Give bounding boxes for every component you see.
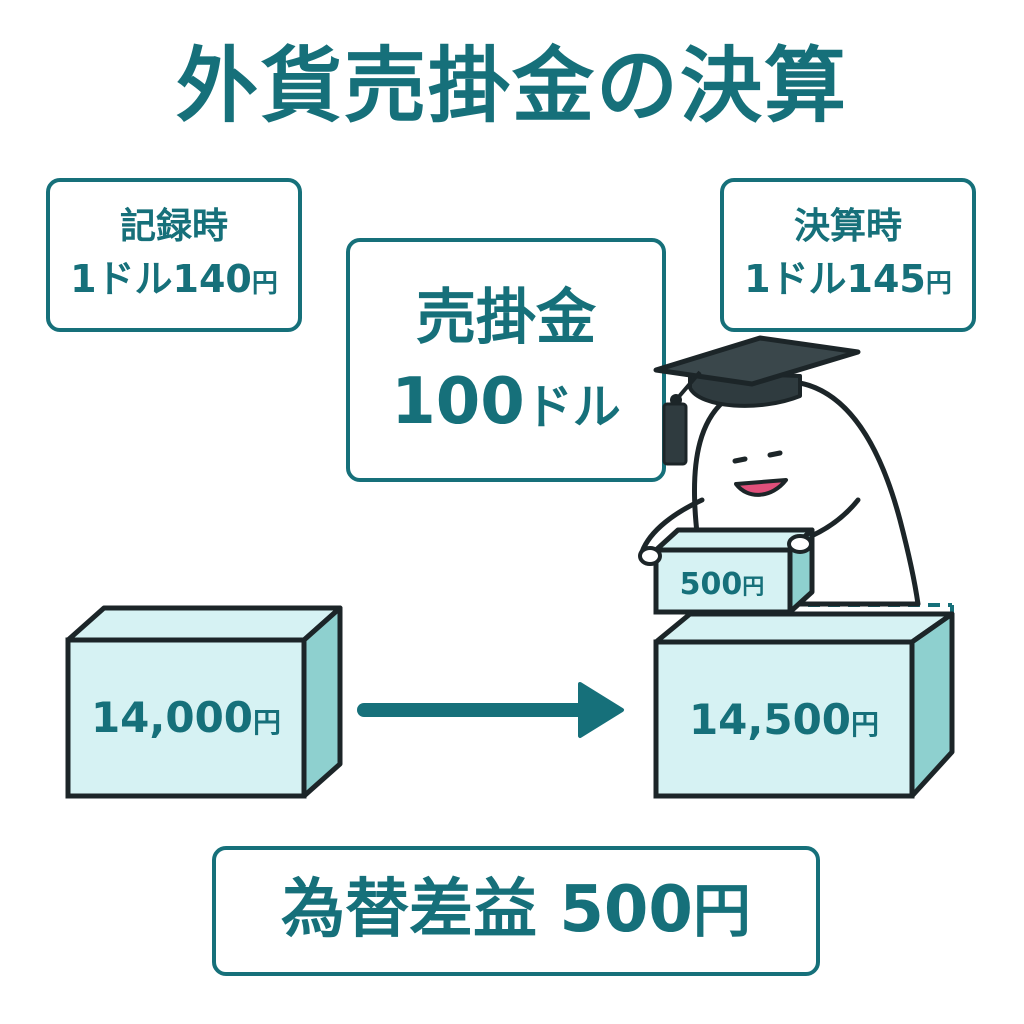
svg-text:500円: 500円 xyxy=(680,567,765,602)
receivable-amount-unit: ドル xyxy=(524,379,621,435)
svg-text:14,000円: 14,000円 xyxy=(91,693,281,742)
exchange-gain-label: 為替差益 xyxy=(281,873,538,947)
record-rate-value: 1ドル140円 xyxy=(50,251,298,308)
arrow-right-icon xyxy=(357,682,624,738)
page-title: 外貨売掛金の決算 xyxy=(175,39,848,134)
exchange-gain-box: 為替差益 500円 xyxy=(212,846,820,976)
before-block-unit: 円 xyxy=(253,706,281,739)
settlement-rate-box: 決算時 1ドル145円 xyxy=(720,178,976,332)
eye-right-icon xyxy=(767,450,783,458)
record-rate-unit: 円 xyxy=(251,268,278,299)
receivable-amount-number: 100 xyxy=(391,365,525,439)
receivable-amount: 100ドル xyxy=(350,354,662,450)
settlement-rate-label: 決算時 xyxy=(793,206,902,247)
after-block: 14,500円 xyxy=(653,603,955,799)
settlement-rate-unit: 円 xyxy=(925,268,952,299)
record-rate-label: 記録時 xyxy=(119,206,228,247)
after-block-unit: 円 xyxy=(851,708,879,741)
before-block-amount: 14,000 xyxy=(91,693,253,742)
hand-left-icon xyxy=(638,546,662,566)
eye-left-icon xyxy=(732,456,748,464)
svg-text:14,500円: 14,500円 xyxy=(689,695,879,744)
mouth-icon xyxy=(734,478,788,497)
graduation-cap-icon xyxy=(653,335,861,466)
before-block: 14,000円 xyxy=(65,605,343,799)
settlement-rate-number: 1ドル145 xyxy=(744,256,926,301)
settlement-rate-value: 1ドル145円 xyxy=(724,251,972,308)
exchange-gain-unit: 円 xyxy=(692,877,751,945)
extra-block-unit: 円 xyxy=(742,575,764,600)
after-block-amount: 14,500 xyxy=(689,695,851,744)
receivable-box: 売掛金 100ドル xyxy=(346,238,666,482)
hand-right-icon xyxy=(787,534,813,554)
receivable-label: 売掛金 xyxy=(416,283,596,353)
record-rate-number: 1ドル140 xyxy=(70,256,252,301)
exchange-gain-amount: 500 xyxy=(559,873,693,947)
extra-block: 500円 xyxy=(638,527,815,615)
extra-block-amount: 500 xyxy=(680,567,743,602)
record-rate-box: 記録時 1ドル140円 xyxy=(46,178,302,332)
